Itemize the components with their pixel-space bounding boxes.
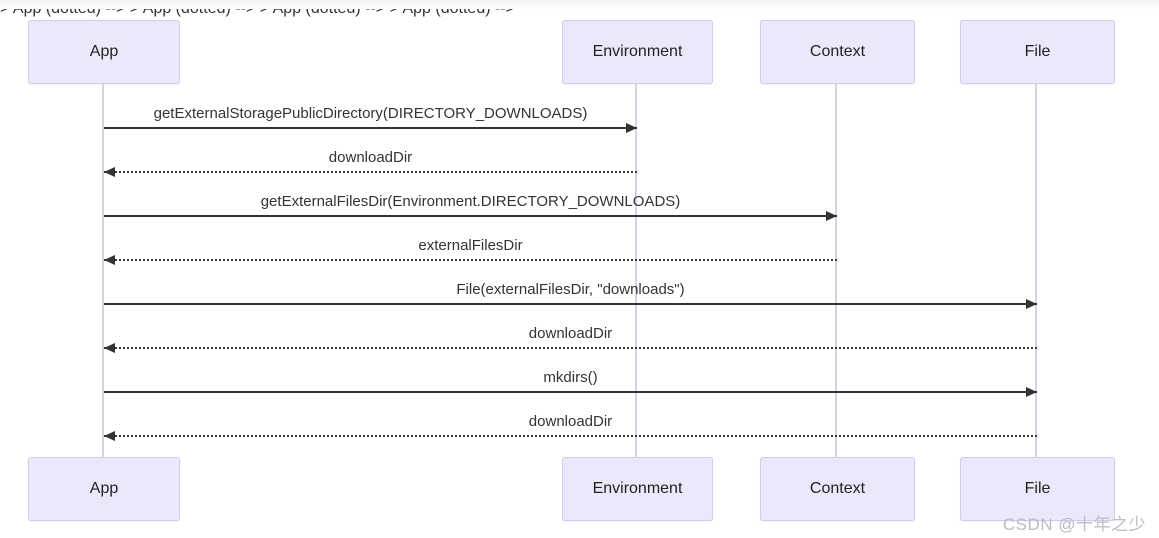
message-label: getExternalStoragePublicDirectory(DIRECT… xyxy=(153,105,588,122)
actor-label: Context xyxy=(809,43,866,60)
message-label: downloadDir xyxy=(528,325,613,342)
message-arrow xyxy=(104,211,837,221)
actor-box-context-bottom: Context xyxy=(760,457,915,521)
lifeline-app xyxy=(102,84,104,457)
arrowhead-right-icon xyxy=(626,123,637,133)
message-label: externalFilesDir xyxy=(418,237,523,254)
arrowhead-right-icon xyxy=(1026,387,1037,397)
message-arrow xyxy=(104,255,837,265)
actor-box-file-bottom: File xyxy=(960,457,1115,521)
lifeline-file xyxy=(1035,84,1037,457)
actor-box-context-top: Context xyxy=(760,20,915,84)
message-arrow xyxy=(104,431,1037,441)
message-label: downloadDir xyxy=(328,149,413,166)
arrowhead-left-icon xyxy=(104,255,115,265)
actor-box-environment-bottom: Environment xyxy=(562,457,713,521)
message-label: getExternalFilesDir(Environment.DIRECTOR… xyxy=(260,193,681,210)
message-label: mkdirs() xyxy=(543,369,598,386)
arrowhead-left-icon xyxy=(104,167,115,177)
arrowhead-left-icon xyxy=(104,431,115,441)
watermark: CSDN @十年之少 xyxy=(1002,515,1146,534)
message-arrow xyxy=(104,167,637,177)
actor-box-app-bottom: App xyxy=(28,457,180,521)
message-label: File(externalFilesDir, "downloads") xyxy=(456,281,685,298)
arrowhead-right-icon xyxy=(826,211,837,221)
message-arrow xyxy=(104,343,1037,353)
actor-label: Environment xyxy=(592,43,683,60)
page-top-strip xyxy=(0,0,1159,9)
lifeline-context xyxy=(835,84,837,457)
message-label: downloadDir xyxy=(528,413,613,430)
message-arrow xyxy=(104,387,1037,397)
actor-box-file-top: File xyxy=(960,20,1115,84)
actor-box-app-top: App xyxy=(28,20,180,84)
message-arrow xyxy=(104,299,1037,309)
actor-label: File xyxy=(1024,480,1051,497)
actor-label: App xyxy=(89,480,119,497)
lifeline-environment xyxy=(635,84,637,457)
arrowhead-left-icon xyxy=(104,343,115,353)
actor-label: App xyxy=(89,43,119,60)
arrowhead-right-icon xyxy=(1026,299,1037,309)
actor-label: File xyxy=(1024,43,1051,60)
actor-label: Environment xyxy=(592,480,683,497)
actor-box-environment-top: Environment xyxy=(562,20,713,84)
actor-label: Context xyxy=(809,480,866,497)
message-arrow xyxy=(104,123,637,133)
